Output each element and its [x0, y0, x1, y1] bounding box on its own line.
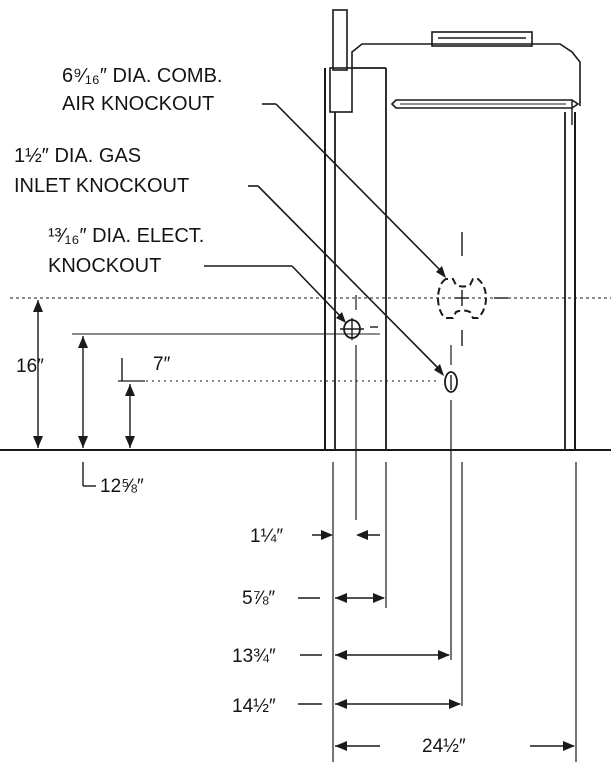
gas-inlet-label-line2: INLET KNOCKOUT [14, 175, 189, 197]
elect-label-line2: KNOCKOUT [48, 255, 161, 277]
top-panel [351, 43, 581, 106]
furnace-cabinet [324, 9, 581, 450]
vent-collar [329, 67, 353, 113]
width-24-1-2-label: 24½″ [422, 736, 466, 757]
vertical-dimensions: 16″ 12⅝″ 7″ [16, 300, 171, 497]
callout-leaders [204, 103, 446, 376]
width-1-1-4-label: 1¼″ [250, 526, 283, 547]
height-7-label: 7″ [153, 354, 171, 375]
callout-labels: 6⁹⁄₁₆″ DIA. COMB. AIR KNOCKOUT 1½″ DIA. … [14, 65, 223, 277]
comb-air-knockout [436, 232, 508, 346]
extension-lines [332, 462, 577, 762]
height-12-5-8-label: 12⅝″ [100, 476, 144, 497]
comb-air-label-line1: 6⁹⁄₁₆″ DIA. COMB. [62, 65, 223, 87]
width-14-1-2-label: 14½″ [232, 696, 276, 717]
gas-inlet-label-line1: 1½″ DIA. GAS [14, 145, 141, 167]
vent-pipe [332, 9, 348, 71]
elect-knockout [340, 295, 378, 520]
elect-label-line1: ¹³⁄₁₆″ DIA. ELECT. [48, 225, 204, 247]
width-5-7-8-label: 5⅞″ [242, 588, 275, 609]
comb-air-label-line2: AIR KNOCKOUT [62, 93, 214, 115]
horizontal-dimensions: 1¼″ 5⅞″ 13¾″ 14½″ 24½″ [232, 526, 575, 757]
gas-inlet-knockout [444, 345, 458, 660]
top-cap [431, 31, 533, 47]
height-16-label: 16″ [16, 356, 44, 377]
width-13-3-4-label: 13¾″ [232, 646, 276, 667]
